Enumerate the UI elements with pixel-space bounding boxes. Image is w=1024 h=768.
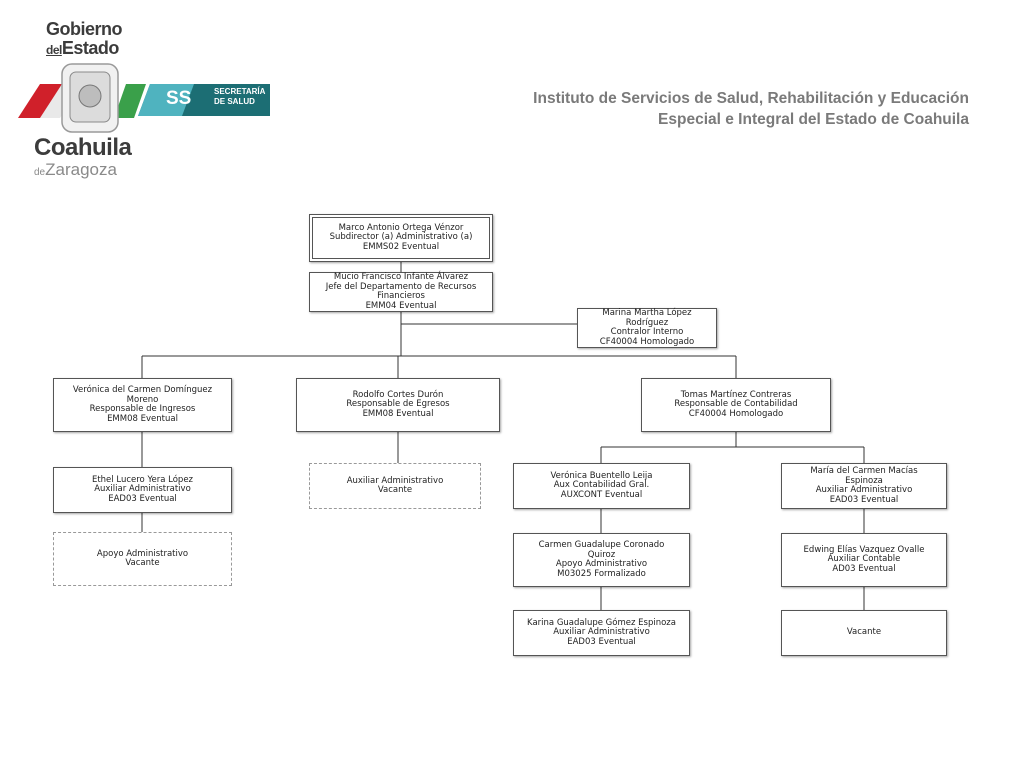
logo-zaragoza-text: deZaragoza [34, 160, 117, 180]
org-box-name: María del Carmen Macías [810, 466, 918, 476]
org-box-code: EAD03 Eventual [567, 636, 636, 647]
org-box-name: Mucio Francisco Infante Álvarez [333, 272, 469, 282]
org-box-name-cont: Moreno [126, 394, 159, 405]
org-box-vacante: Vacante [781, 610, 947, 656]
org-box-name: Edwing Elías Vazquez Ovalle [803, 544, 925, 555]
org-box-code: EAD03 Eventual [829, 494, 899, 505]
org-box-code: M03025 Formalizado [557, 568, 646, 579]
org-box-subdirector: Marco Antonio Ortega Vénzor Subdirector … [309, 214, 493, 262]
org-box-code: CF40004 Homologado [599, 336, 695, 347]
org-box-name: Marco Antonio Ortega Vénzor [338, 222, 464, 233]
org-box-responsable-ingresos: Verónica del Carmen Domínguez Moreno Res… [53, 378, 232, 432]
org-box-responsable-egresos: Rodolfo Cortes Durón Responsable de Egre… [296, 378, 500, 432]
logo-zaragoza-word: Zaragoza [45, 160, 117, 179]
org-box-responsable-contabilidad: Tomas Martínez Contreras Responsable de … [641, 378, 831, 432]
org-box-position: Apoyo Administrativo [555, 559, 648, 569]
org-box-position: Subdirector (a) Administrativo (a) [329, 232, 473, 243]
org-box-maria-macias: María del Carmen Macías Espinoza Auxilia… [781, 463, 947, 509]
org-box-name: Marina Martha López [602, 308, 692, 318]
org-box-code: EMM08 Eventual [362, 408, 434, 419]
institute-title: Instituto de Servicios de Salud, Rehabil… [533, 88, 969, 130]
org-box-position: Jefe del Departamento de Recursos Financ… [325, 281, 477, 301]
org-box-position: Auxiliar Administrativo [553, 627, 650, 638]
logo-coahuila-text: Coahuila [34, 134, 132, 161]
logo-ss-text: SS [166, 88, 192, 109]
logo-secretaria-text: SECRETARÍA DE SALUD [214, 87, 265, 107]
org-box-position: Aux Contabilidad Gral. [553, 480, 650, 491]
org-box-name: Tomas Martínez Contreras [680, 389, 792, 400]
org-box-position: Auxiliar Administrativo [815, 485, 913, 495]
org-box-name: Karina Guadalupe Gómez Espinoza [527, 617, 676, 628]
org-box-code: EMMS02 Eventual [362, 241, 440, 252]
org-box-position: Responsable de Contabilidad [674, 399, 798, 410]
logo-de-salud-word: DE SALUD [214, 97, 255, 106]
org-box-position: Contralor Interno [610, 327, 684, 337]
org-box-name-cont: Rodríguez [625, 317, 669, 328]
org-box-ethel-yera: Ethel Lucero Yera López Auxiliar Adminis… [53, 467, 232, 513]
org-box-name: Verónica del Carmen Domínguez [72, 385, 213, 395]
org-box-apoyo-vacante: Apoyo Administrativo Vacante [53, 532, 232, 586]
org-box-code: AD03 Eventual [832, 563, 896, 574]
org-box-position: Apoyo Administrativo [96, 548, 189, 559]
org-box-position: Auxiliar Administrativo [94, 484, 191, 495]
org-box-contralor-interno: Marina Martha López Rodríguez Contralor … [577, 308, 717, 348]
logo-de-word: de [34, 167, 46, 178]
org-box-position: Auxiliar Contable [827, 554, 901, 565]
logo-emblem-icon [18, 63, 270, 133]
org-box-name-cont: Espinoza [845, 475, 883, 486]
logo-estado-word: Estado [61, 38, 120, 58]
org-box-name: Rodolfo Cortes Durón [352, 389, 444, 400]
org-box-code: EAD03 Eventual [108, 493, 177, 504]
institute-title-line1: Instituto de Servicios de Salud, Rehabil… [533, 90, 969, 107]
org-box-status: Vacante [125, 558, 160, 568]
org-box-edwing-vazquez: Edwing Elías Vazquez Ovalle Auxiliar Con… [781, 533, 947, 587]
logo-secretaria-word: SECRETARÍA [214, 87, 266, 96]
logo-del-word: del [46, 43, 62, 57]
logo-gobierno-text: Gobierno delEstado [46, 19, 123, 60]
org-box-position: Auxiliar Administrativo [346, 475, 444, 486]
org-box-name: Ethel Lucero Yera López [91, 474, 194, 485]
org-box-code: CF40004 Homologado [688, 408, 784, 419]
org-box-position: Responsable de Ingresos [89, 404, 196, 414]
org-box-status: Vacante [377, 485, 413, 495]
org-box-veronica-buentello: Verónica Buentello Leija Aux Contabilida… [513, 463, 690, 509]
org-box-jefe-recursos-financieros: Mucio Francisco Infante Álvarez Jefe del… [309, 272, 493, 312]
org-box-code: EMM08 Eventual [107, 413, 178, 424]
org-box-name-cont: Quiroz [587, 549, 616, 560]
org-box-carmen-coronado: Carmen Guadalupe Coronado Quiroz Apoyo A… [513, 533, 690, 587]
logo-gobierno-word: Gobierno [46, 19, 123, 39]
org-box-name: Verónica Buentello Leija [550, 470, 653, 481]
org-box-code: AUXCONT Eventual [560, 489, 643, 500]
org-box-position: Responsable de Egresos [346, 399, 450, 410]
org-box-status: Vacante [846, 627, 882, 638]
institute-title-line2: Especial e Integral del Estado de Coahui… [658, 111, 969, 128]
gobierno-coahuila-logo: Gobierno delEstado SS SECRETARÍA DE SALU… [18, 18, 278, 183]
org-box-name: Carmen Guadalupe Coronado [538, 540, 665, 550]
org-box-aux-egresos-vacante: Auxiliar Administrativo Vacante [309, 463, 481, 509]
org-box-code: EMM04 Eventual [365, 300, 437, 311]
org-box-karina-gomez: Karina Guadalupe Gómez Espinoza Auxiliar… [513, 610, 690, 656]
